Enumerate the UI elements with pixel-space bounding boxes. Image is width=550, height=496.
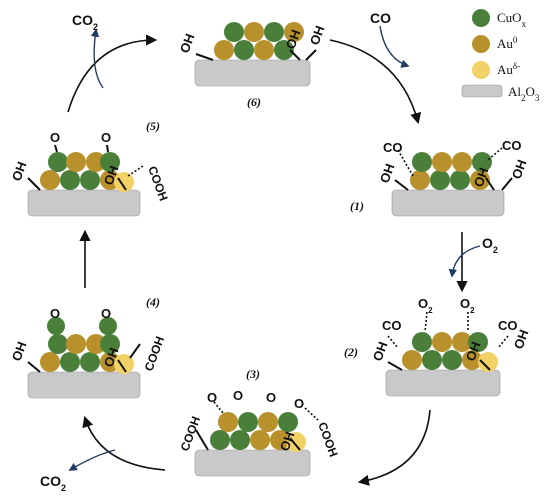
legend-au-delta-swatch xyxy=(472,61,490,79)
svg-text:OH: OH xyxy=(511,328,532,351)
svg-text:O: O xyxy=(233,388,243,403)
svg-text:O: O xyxy=(266,390,276,405)
arrow-6-to-1 xyxy=(329,39,422,125)
cycle-arrows xyxy=(67,34,468,486)
stage-4: O O OH OH COOH (4) xyxy=(9,295,167,399)
svg-text:O: O xyxy=(294,396,304,411)
arrow-2-to-3 xyxy=(357,409,431,486)
svg-text:CO: CO xyxy=(498,318,518,333)
svg-text:OH: OH xyxy=(277,430,298,453)
stage-2-number: (2) xyxy=(344,345,358,359)
svg-text:O2: O2 xyxy=(418,296,433,315)
legend-au0-swatch xyxy=(472,35,490,53)
co2-out-bottom-arrow xyxy=(68,449,116,471)
svg-text:Au0: Au0 xyxy=(497,35,518,51)
svg-text:O2: O2 xyxy=(460,296,475,315)
stage-1-number: (1) xyxy=(350,199,364,213)
svg-text:O: O xyxy=(50,306,60,321)
stage-5: O O OH OH COOH (5) xyxy=(9,119,171,217)
gas-arrows xyxy=(68,25,481,471)
co2-out-bottom-label: CO2 xyxy=(40,473,66,493)
arrow-5-to-6 xyxy=(67,34,158,113)
svg-text:OH: OH xyxy=(101,346,122,369)
svg-text:OH: OH xyxy=(463,340,484,363)
svg-text:CO: CO xyxy=(382,318,402,333)
legend: CuOx Au0 Auδ- Al2O3 xyxy=(461,9,540,103)
svg-text:OH: OH xyxy=(283,28,304,51)
legend-cuox-label: CuO xyxy=(497,10,522,25)
svg-text:OH: OH xyxy=(370,340,391,363)
stage-4-number: (4) xyxy=(146,295,160,309)
svg-text:OH: OH xyxy=(307,24,328,47)
svg-text:OH: OH xyxy=(377,162,398,185)
svg-text:OH: OH xyxy=(101,164,122,187)
svg-text:CuOx: CuOx xyxy=(497,10,527,29)
stage-3-number: (3) xyxy=(246,367,260,381)
svg-text:Auδ-: Auδ- xyxy=(497,61,520,77)
svg-text:O: O xyxy=(101,130,111,145)
support-6 xyxy=(194,59,311,87)
stage-6: OH OH OH (6) xyxy=(177,22,328,109)
svg-text:OH: OH xyxy=(9,340,30,363)
svg-text:OH: OH xyxy=(9,160,30,183)
co-in-label: CO xyxy=(370,10,391,26)
svg-text:O: O xyxy=(207,390,217,405)
arrow-3-to-4 xyxy=(82,415,166,471)
svg-text:O: O xyxy=(101,306,111,321)
svg-text:COOH: COOH xyxy=(315,420,340,459)
o2-in-label: O2 xyxy=(482,235,498,255)
legend-al2o3-swatch xyxy=(461,84,503,98)
svg-text:OH: OH xyxy=(177,32,198,55)
legend-cuox-swatch xyxy=(472,9,490,27)
stage-2: O2 O2 CO CO OH OH OH (2) xyxy=(344,296,532,397)
svg-text:Al2O3: Al2O3 xyxy=(508,84,540,103)
stage-6-number: (6) xyxy=(247,95,261,109)
svg-text:OH: OH xyxy=(509,158,530,181)
svg-text:OH: OH xyxy=(471,166,492,189)
svg-text:COOH: COOH xyxy=(142,334,167,373)
stage-1: CO CO OH OH OH (1) xyxy=(350,138,530,217)
svg-text:CO: CO xyxy=(502,138,522,153)
co2-out-top-arrow xyxy=(90,28,104,89)
svg-text:O: O xyxy=(50,130,60,145)
svg-text:CO: CO xyxy=(383,140,403,155)
stage-3: O O O O COOH OH COOH (3) xyxy=(178,367,341,477)
co2-out-top-label: CO2 xyxy=(72,12,98,32)
co-in-arrow xyxy=(379,25,410,68)
svg-text:COOH: COOH xyxy=(145,164,170,203)
o2-in-arrow xyxy=(448,245,481,278)
stage-5-number: (5) xyxy=(146,119,160,133)
